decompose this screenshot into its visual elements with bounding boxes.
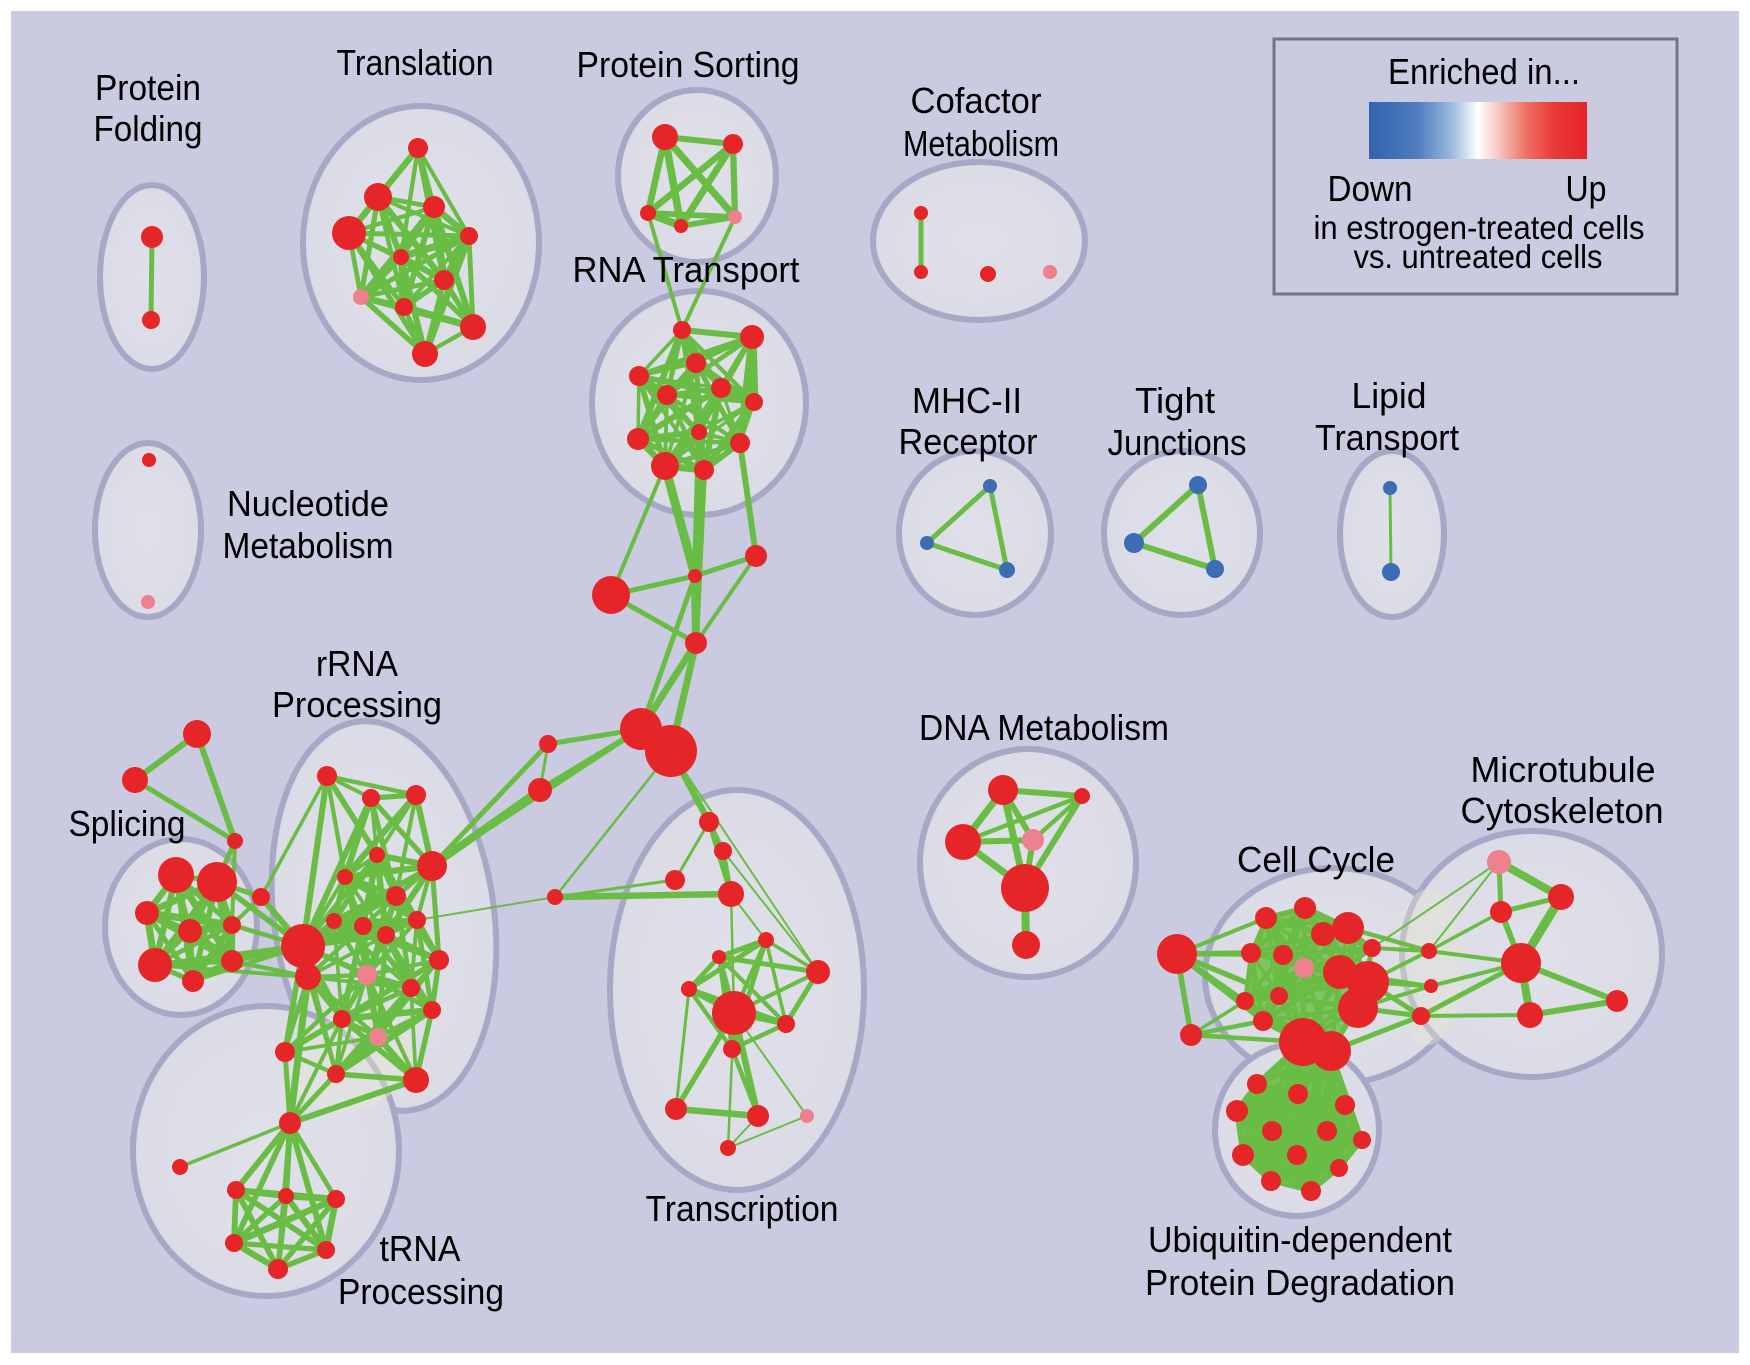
svg-text:Folding: Folding: [94, 108, 203, 149]
svg-text:Metabolism: Metabolism: [223, 525, 394, 566]
svg-text:RNA Transport: RNA Transport: [573, 249, 800, 290]
svg-text:Cell Cycle: Cell Cycle: [1237, 839, 1395, 880]
svg-text:Enriched in...: Enriched in...: [1388, 51, 1580, 92]
svg-text:Protein: Protein: [95, 67, 201, 108]
svg-text:Up: Up: [1566, 168, 1607, 209]
svg-text:Protein Degradation: Protein Degradation: [1145, 1262, 1455, 1303]
svg-text:Transcription: Transcription: [646, 1188, 839, 1229]
svg-text:Splicing: Splicing: [69, 803, 186, 844]
svg-text:tRNA: tRNA: [380, 1228, 461, 1269]
svg-text:vs. untreated cells: vs. untreated cells: [1354, 238, 1603, 275]
svg-text:rRNA: rRNA: [316, 643, 398, 684]
svg-text:Cofactor: Cofactor: [911, 80, 1042, 121]
svg-text:Translation: Translation: [337, 42, 494, 83]
svg-text:Cytoskeleton: Cytoskeleton: [1461, 790, 1664, 831]
svg-text:Down: Down: [1328, 168, 1413, 209]
svg-text:Receptor: Receptor: [899, 421, 1038, 462]
svg-text:DNA Metabolism: DNA Metabolism: [919, 707, 1169, 748]
svg-text:Lipid: Lipid: [1352, 375, 1427, 416]
svg-text:Protein Sorting: Protein Sorting: [577, 44, 800, 85]
svg-text:Junctions: Junctions: [1108, 422, 1247, 463]
svg-text:in estrogen-treated cells: in estrogen-treated cells: [1314, 209, 1645, 246]
svg-text:Processing: Processing: [338, 1271, 504, 1312]
svg-text:Processing: Processing: [272, 684, 442, 725]
svg-text:Metabolism: Metabolism: [903, 123, 1059, 164]
svg-text:MHC-II: MHC-II: [912, 380, 1022, 421]
svg-text:Tight: Tight: [1135, 380, 1215, 421]
svg-text:Nucleotide: Nucleotide: [227, 483, 389, 524]
svg-text:Transport: Transport: [1315, 417, 1459, 458]
svg-text:Microtubule: Microtubule: [1471, 749, 1656, 790]
svg-text:Ubiquitin-dependent: Ubiquitin-dependent: [1148, 1219, 1452, 1260]
